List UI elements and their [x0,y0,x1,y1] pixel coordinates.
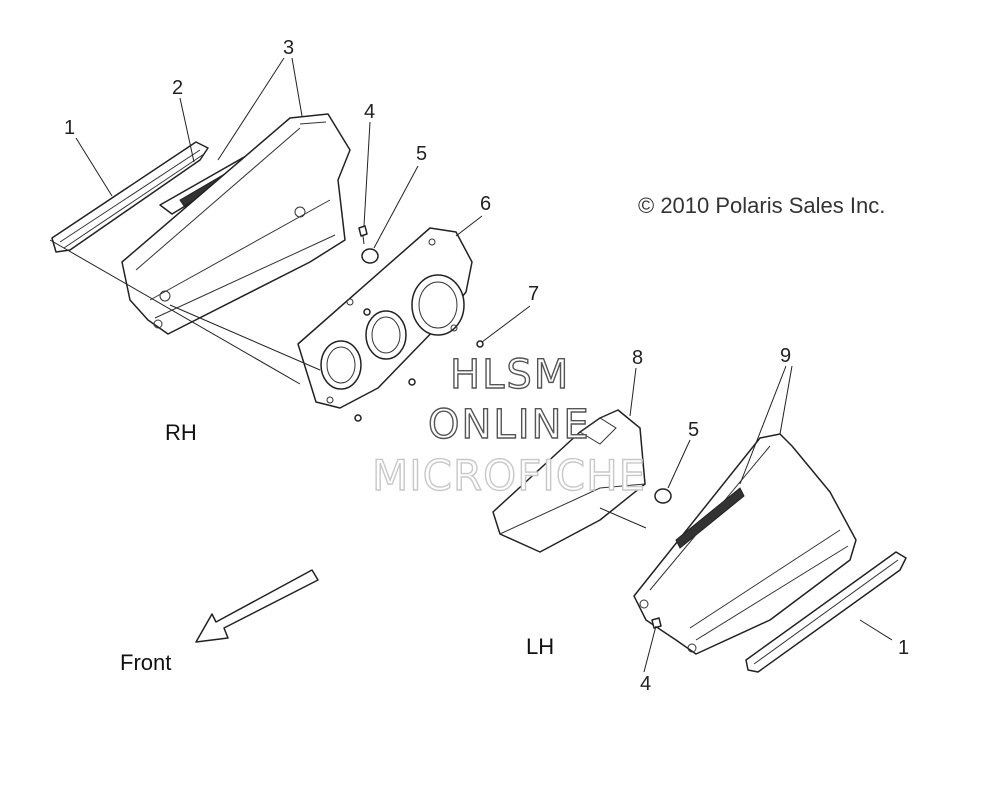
callout-3: 3 [283,37,294,59]
callout-7: 7 [528,283,539,305]
lh-assembly [492,409,907,673]
callout-9: 9 [780,345,791,367]
callout-6: 6 [480,193,491,215]
callout-4-lh: 4 [640,673,651,695]
part-5-grommet-lh [654,488,672,504]
watermark-line-3: MICROFICHE [372,451,646,500]
watermark-line-1: HLSM [450,352,570,398]
rh-assembly [49,113,484,422]
front-arrow [195,569,319,643]
callout-8: 8 [632,347,643,369]
part-7-screws [354,308,484,422]
callout-1-lh: 1 [898,637,909,659]
callout-1-rh: 1 [64,117,75,139]
watermark-line-2: ONLINE [428,402,591,448]
part-6-gauge-panel [297,227,473,409]
copyright-text: © 2010 Polaris Sales Inc. [638,193,885,218]
watermark: HLSM ONLINE MICROFICHE [371,351,646,500]
callout-4-rh: 4 [364,101,375,123]
label-front: Front [120,650,171,675]
part-1-trim-lh [745,551,907,673]
part-8-housing [492,409,646,553]
part-4-screw-rh [358,225,368,245]
part-3-rh-cover [121,113,351,335]
callout-5-lh: 5 [688,419,699,441]
label-rh: RH [165,420,197,445]
callout-5-rh: 5 [416,143,427,165]
part-9-lh-cover [633,433,857,655]
part-1-trim-rh [51,141,209,253]
part-4-screw-lh [651,617,662,629]
callout-2: 2 [172,77,183,99]
callout-leaders [75,57,893,673]
part-5-grommet-rh [361,248,379,264]
label-lh: LH [526,634,554,659]
